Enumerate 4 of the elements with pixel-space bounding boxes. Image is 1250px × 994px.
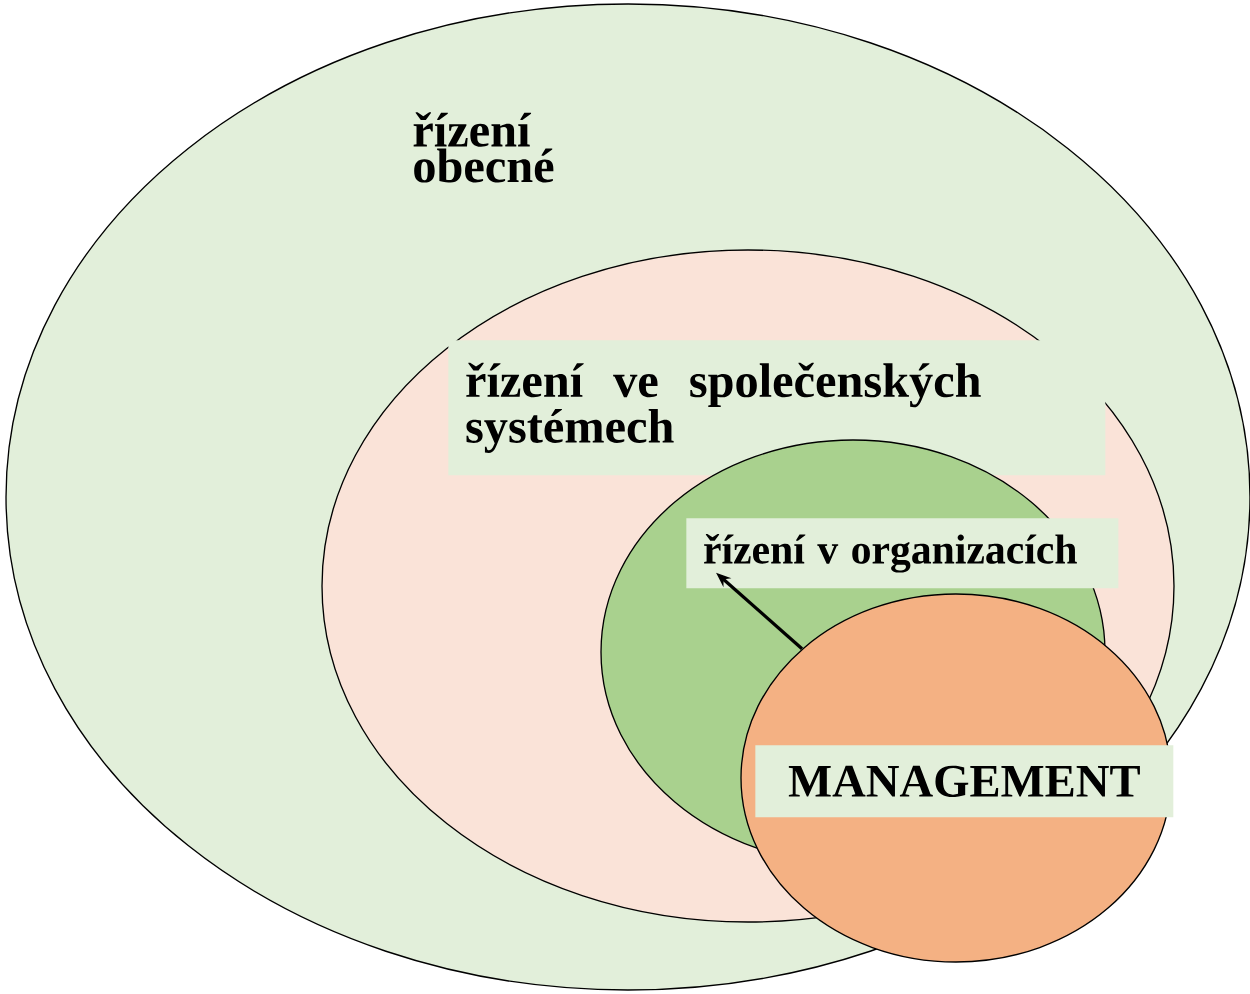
label-box: MANAGEMENT (755, 745, 1174, 818)
label-box: řízení v organizacích (686, 518, 1119, 589)
label-box: řízení ve společenských systémech (448, 340, 1106, 476)
ellipse-label: řízení obecné (413, 112, 554, 183)
